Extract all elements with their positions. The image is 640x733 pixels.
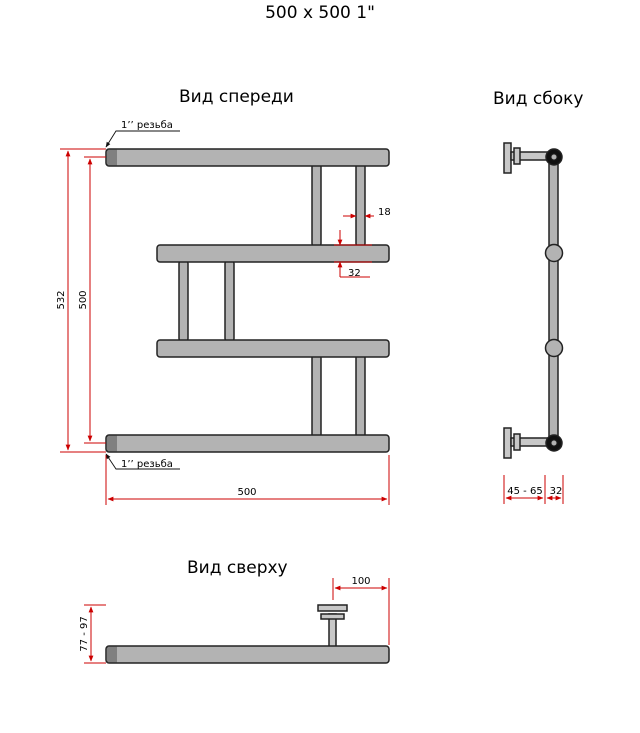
dim-height-inner: 500 [78, 290, 89, 309]
rung-right-bot-2 [355, 352, 366, 440]
top-bracket-flange [320, 613, 345, 620]
side-view [503, 142, 564, 459]
rung-right-top-1 [311, 161, 322, 249]
dim-top-depth: 77 - 97 [79, 616, 90, 651]
wall-plate-top [503, 142, 512, 174]
rung-left-mid-1 [178, 258, 189, 344]
drawing-title: 500 x 500 1" [265, 3, 375, 23]
top-view [105, 604, 390, 664]
top-bar [105, 645, 390, 664]
side-section-mid-lower [544, 338, 564, 358]
front-view [105, 148, 390, 453]
top-dimensions [84, 578, 390, 664]
front-view-title: Вид спереди [179, 87, 294, 107]
dim-height-outer: 532 [56, 290, 67, 309]
side-section-mid-upper [544, 243, 564, 263]
dim-width: 500 [237, 487, 256, 498]
dim-side-pipe: 32 [550, 486, 563, 497]
thread-hatching [107, 149, 117, 452]
side-view-title: Вид сбоку [493, 89, 584, 109]
bar-mid-lower [156, 339, 390, 358]
side-vertical-pipe [548, 159, 559, 445]
rung-left-mid-2 [224, 258, 235, 344]
rung-right-top-2 [355, 161, 366, 249]
front-dimensions [60, 148, 390, 505]
bracket-stem-top [513, 147, 521, 165]
side-dimensions [503, 475, 564, 504]
dim-bracket-distance: 100 [351, 576, 370, 587]
thread-label-bottom: 1’’ резьба [121, 459, 173, 470]
dim-pipe-diameter: 32 [348, 268, 361, 279]
bar-bottom [105, 434, 390, 453]
rung-right-bot-1 [311, 352, 322, 440]
bar-top [105, 148, 390, 167]
dim-rung-gap: 18 [378, 207, 391, 218]
top-wall-plate [317, 604, 348, 612]
thread-leaders [105, 130, 180, 470]
thread-label-top: 1’’ резьба [121, 120, 173, 131]
dim-wall-offset: 45 - 65 [507, 486, 542, 497]
top-view-title: Вид сверху [187, 558, 288, 578]
wall-plate-bottom [503, 427, 512, 459]
bar-mid-upper [156, 244, 390, 263]
bracket-stem-bottom [513, 433, 521, 451]
